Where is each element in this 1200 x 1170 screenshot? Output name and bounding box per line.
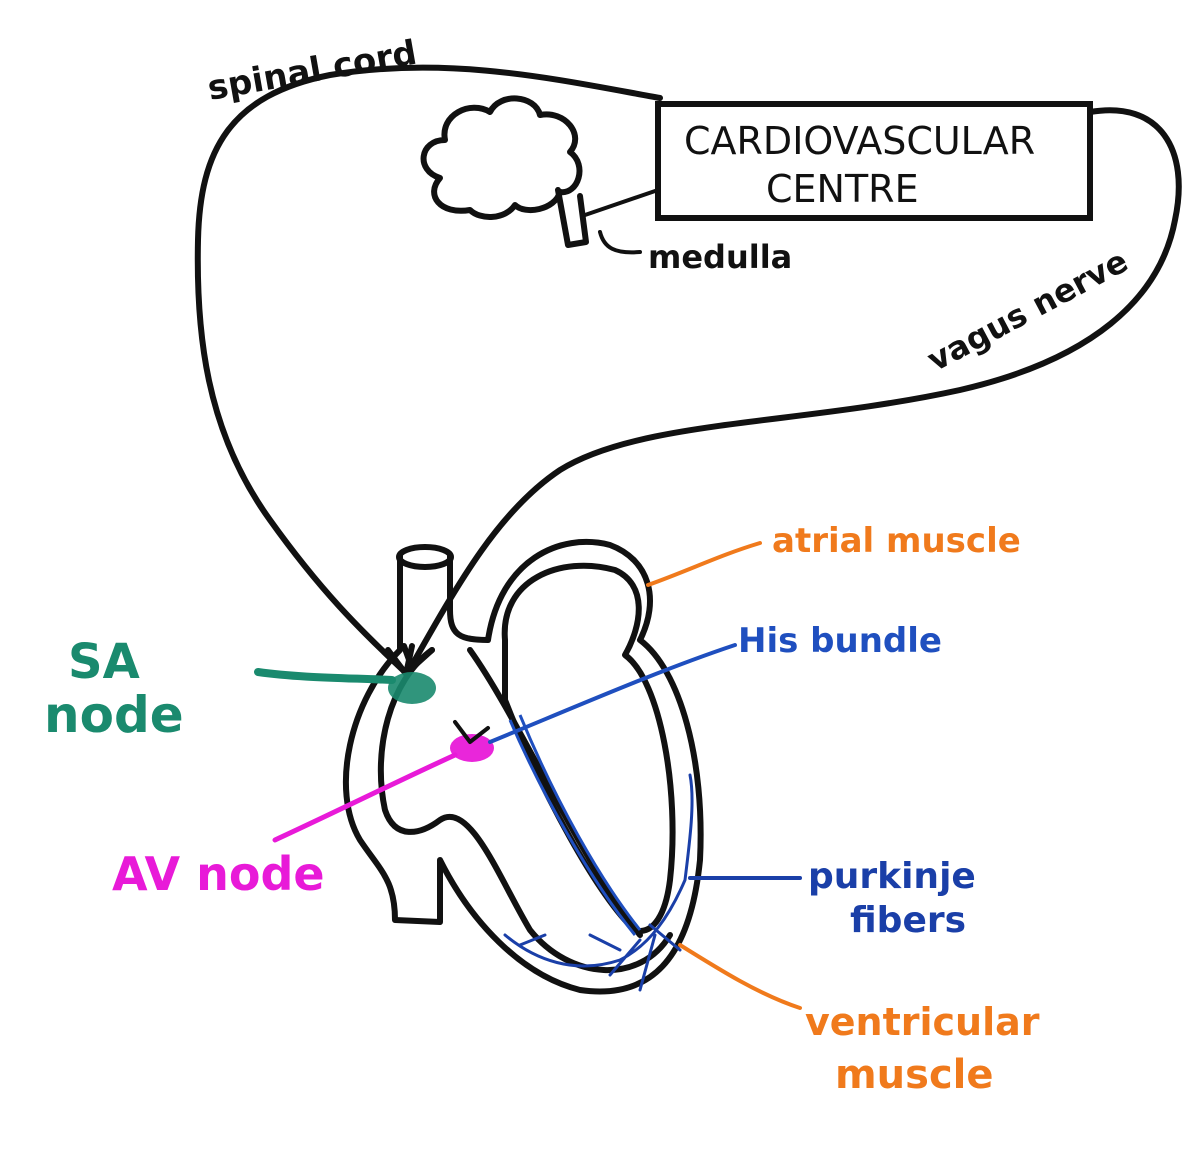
brain-icon bbox=[420, 95, 583, 220]
his-bundle-fibers bbox=[508, 714, 642, 936]
label-av-node: AV node bbox=[112, 847, 325, 901]
aorta-top bbox=[396, 544, 454, 570]
label-cardiovascular-centre-1: CARDIOVASCULAR bbox=[684, 119, 1035, 163]
av-node-pointer bbox=[272, 752, 458, 843]
ventricular-muscle-pointer bbox=[678, 943, 802, 1010]
label-ventricular-2: muscle bbox=[835, 1052, 994, 1098]
label-atrial-muscle: atrial muscle bbox=[772, 521, 1021, 561]
av-arrow bbox=[453, 720, 490, 744]
brainstem bbox=[555, 187, 589, 248]
vagus-nerve bbox=[409, 107, 1182, 668]
label-cardiovascular-centre-2: CENTRE bbox=[766, 167, 919, 211]
spinal-cord-nerve bbox=[194, 64, 663, 675]
label-vagus-nerve: vagus nerve bbox=[921, 242, 1134, 379]
label-purkinje-2: fibers bbox=[850, 900, 966, 941]
label-sa-node-2: node bbox=[44, 686, 184, 744]
brainstem-connector bbox=[583, 188, 660, 217]
purkinje-fibers bbox=[503, 773, 694, 992]
cardiovascular-centre-box bbox=[655, 101, 1093, 221]
septum bbox=[467, 647, 643, 938]
label-ventricular-1: ventricular bbox=[805, 1000, 1040, 1044]
av-node-blob bbox=[450, 734, 494, 762]
label-medulla: medulla bbox=[648, 238, 792, 276]
medulla-pointer bbox=[598, 230, 642, 255]
label-spinal-cord: spinal cord bbox=[205, 33, 420, 109]
atrial-muscle-pointer bbox=[646, 541, 762, 587]
label-sa-node-1: SA bbox=[68, 634, 140, 690]
label-purkinje-1: purkinje bbox=[808, 856, 976, 897]
sa-node-pointer bbox=[254, 668, 396, 684]
sa-node-blob bbox=[388, 672, 436, 704]
label-his-bundle: His bundle bbox=[738, 621, 942, 661]
heart-outer-outline bbox=[342, 539, 704, 995]
